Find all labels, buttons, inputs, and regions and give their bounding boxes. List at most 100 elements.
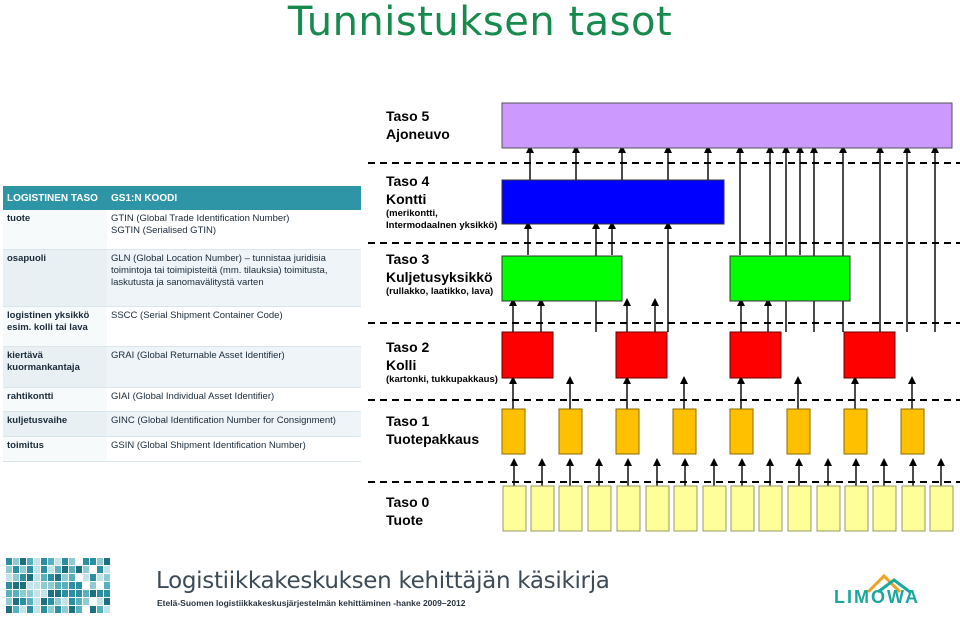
mosaic-tile — [90, 558, 96, 565]
mosaic-tile — [55, 598, 61, 605]
mosaic-tile — [90, 606, 96, 613]
mosaic-tile — [69, 590, 75, 597]
mosaic-tile — [97, 606, 103, 613]
mosaic-tile — [55, 566, 61, 573]
product-box — [730, 485, 755, 532]
mosaic-tile — [34, 558, 40, 565]
level-2-title: Taso 2 — [386, 339, 430, 355]
mosaic-tile — [97, 566, 103, 573]
mosaic-tile — [69, 574, 75, 581]
mosaic-tile — [83, 598, 89, 605]
row-code: GLN (Global Location Number) – tunnistaa… — [111, 253, 328, 289]
mosaic-tile — [76, 598, 82, 605]
row-codes: GIAI (Global Individual Asset Identifier… — [107, 387, 361, 413]
level-separators — [368, 162, 960, 483]
product-box — [901, 485, 926, 532]
mosaic-tile — [76, 566, 82, 573]
mosaic-tile — [69, 606, 75, 613]
mosaic-tile — [41, 582, 47, 589]
row-level: logistinen yksikkö esim. kolli tai lava — [3, 306, 107, 348]
table-row: osapuoli GLN (Global Location Number) – … — [3, 249, 361, 307]
row-code: GSIN (Global Shipment Identification Num… — [111, 440, 306, 452]
limowa-logo-text: LIMOWA — [834, 587, 920, 607]
mosaic-tile — [27, 590, 33, 597]
mosaic-tile — [20, 582, 26, 589]
transport-unit-box — [729, 255, 851, 302]
mosaic-tile — [20, 558, 26, 565]
level-3-label: Taso 3 Kuljetusyksikkö (rullakko, laatik… — [386, 251, 493, 298]
table-row: toimitus GSIN (Global Shipment Identific… — [3, 436, 361, 462]
mosaic-tile — [27, 558, 33, 565]
product-box — [502, 485, 527, 532]
product-box — [816, 485, 841, 532]
level-0-label: Taso 0 Tuote — [386, 494, 429, 529]
level-4-description: (merikontti, Intermodaalnen yksikkö) — [386, 208, 498, 231]
limowa-chevron-icon — [877, 578, 911, 594]
level-2-label: Taso 2 Kolli (kartonki, tukkupakkaus) — [386, 339, 498, 386]
mosaic-tile — [97, 590, 103, 597]
mosaic-tile — [83, 558, 89, 565]
mosaic-tile — [27, 574, 33, 581]
mosaic-tile — [69, 598, 75, 605]
package-box — [558, 408, 583, 455]
mosaic-tile — [48, 582, 54, 589]
level-0-name: Tuote — [386, 512, 424, 528]
level-3-name: Kuljetusyksikkö — [386, 269, 493, 285]
mosaic-tile — [55, 590, 61, 597]
mosaic-tile — [83, 590, 89, 597]
mosaic-tile — [69, 582, 75, 589]
table-row: logistinen yksikkö esim. kolli tai lava … — [3, 306, 361, 348]
level-4-name: Kontti — [386, 191, 427, 207]
product-box — [530, 485, 555, 532]
row-level: rahtikontti — [3, 387, 107, 413]
product-box — [558, 485, 583, 532]
mosaic-tile — [48, 598, 54, 605]
mosaic-tile — [104, 606, 110, 613]
mosaic-tile — [48, 566, 54, 573]
mosaic-tile — [104, 582, 110, 589]
mosaic-tile — [55, 582, 61, 589]
product-box — [758, 485, 783, 532]
limowa-chevron-icon — [866, 573, 902, 594]
mosaic-tile — [104, 558, 110, 565]
row-code: GINC (Global Identification Number for C… — [111, 415, 336, 427]
mosaic-tile — [34, 574, 40, 581]
header-logistic-level: LOGISTINEN TASO — [3, 186, 107, 210]
product-box — [645, 485, 670, 532]
mosaic-tile — [27, 598, 33, 605]
row-level: tuote — [3, 210, 107, 251]
level-boxes — [501, 102, 954, 532]
mosaic-tile — [62, 590, 68, 597]
mosaic-tile — [62, 566, 68, 573]
mosaic-tile — [48, 606, 54, 613]
mosaic-tile — [34, 582, 40, 589]
page-title: Tunnistuksen tasot — [287, 0, 673, 45]
level-3-description: (rullakko, laatikko, lava) — [386, 286, 494, 297]
table-row: tuote GTIN (Global Trade Identification … — [3, 210, 361, 251]
mosaic-tile — [20, 566, 26, 573]
mosaic-tile — [104, 598, 110, 605]
row-codes: GRAI (Global Returnable Asset Identifier… — [107, 346, 361, 388]
row-level: kiertävä kuormankantaja — [3, 346, 107, 388]
mosaic-tile — [41, 590, 47, 597]
parcel-box — [729, 331, 782, 379]
mosaic-tile — [62, 582, 68, 589]
row-code: SGTIN (Serialised GTIN) — [111, 225, 217, 236]
row-codes: GINC (Global Identification Number for C… — [107, 411, 361, 438]
row-codes: SSCC (Serial Shipment Container Code) — [107, 306, 361, 348]
mosaic-tile — [48, 590, 54, 597]
mosaic-tile — [41, 558, 47, 565]
header-gs1-code: GS1:N KOODI — [107, 186, 361, 210]
level-5-title: Taso 5 — [386, 108, 430, 124]
level-2-description: (kartonki, tukkupakkaus) — [386, 374, 498, 385]
parcel-box — [615, 331, 668, 379]
gs1-code-table: LOGISTINEN TASO GS1:N KOODI tuote GTIN (… — [3, 186, 361, 462]
table-row: kiertävä kuormankantaja GRAI (Global Ret… — [3, 346, 361, 388]
mosaic-tile — [62, 574, 68, 581]
level-4-title: Taso 4 — [386, 173, 430, 189]
mosaic-tile — [76, 582, 82, 589]
product-box — [844, 485, 869, 532]
level-5-label: Taso 5 Ajoneuvo — [386, 108, 450, 143]
level-1-title: Taso 1 — [386, 413, 430, 429]
